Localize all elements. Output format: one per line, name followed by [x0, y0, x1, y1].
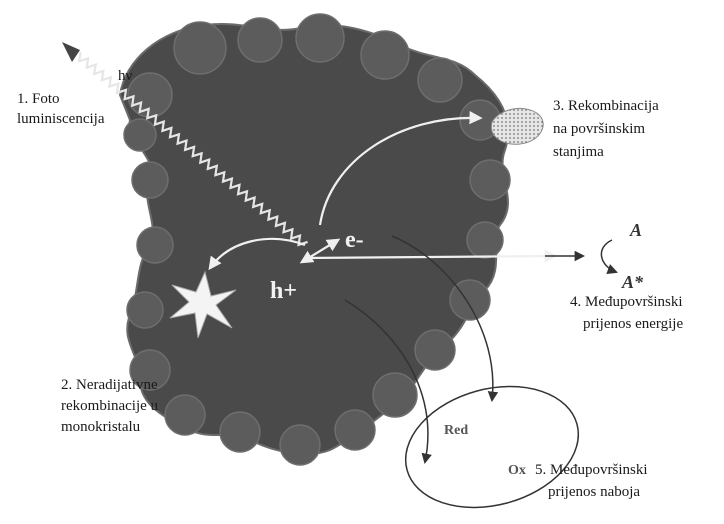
- electron-symbol: e-: [345, 227, 364, 253]
- svg-text:4. Međupovršinski: 4. Međupovršinski: [570, 294, 683, 310]
- acceptor-symbol: A: [629, 220, 642, 240]
- hole-symbol: h+: [270, 278, 297, 304]
- acceptor-excitation-arrow: [601, 240, 616, 272]
- svg-text:5. Međupovršinski: 5. Međupovršinski: [535, 462, 648, 478]
- svg-text:1. Foto: 1. Foto: [17, 91, 60, 107]
- svg-text:monokristalu: monokristalu: [61, 419, 141, 435]
- svg-text:na površinskim: na površinskim: [553, 121, 645, 137]
- acceptor-excited-symbol: A*: [621, 272, 644, 292]
- svg-text:prijenos energije: prijenos energije: [583, 316, 683, 332]
- svg-text:3. Rekombinacija: 3. Rekombinacija: [553, 98, 659, 114]
- svg-text:stanjima: stanjima: [553, 144, 604, 160]
- label-nonradiative: 2. Neradijativne rekombinacije u monokri…: [61, 377, 159, 435]
- surface-state-blob: [491, 108, 543, 144]
- label-surface-recombination: 3. Rekombinacija na površinskim stanjima: [553, 98, 659, 160]
- red-label: Red: [444, 423, 468, 438]
- svg-text:prijenos naboja: prijenos naboja: [548, 484, 640, 500]
- label-energy-transfer: 4. Međupovršinski prijenos energije: [570, 294, 683, 332]
- label-photoluminescence: 1. Foto luminiscencija: [17, 91, 105, 127]
- svg-text:luminiscencija: luminiscencija: [17, 111, 105, 127]
- svg-text:2. Neradijativne: 2. Neradijativne: [61, 377, 158, 393]
- hv-label: hν: [118, 68, 133, 84]
- ox-label: Ox: [508, 463, 526, 478]
- svg-text:rekombinacije u: rekombinacije u: [61, 398, 159, 414]
- semiconductor-particle: [120, 14, 510, 465]
